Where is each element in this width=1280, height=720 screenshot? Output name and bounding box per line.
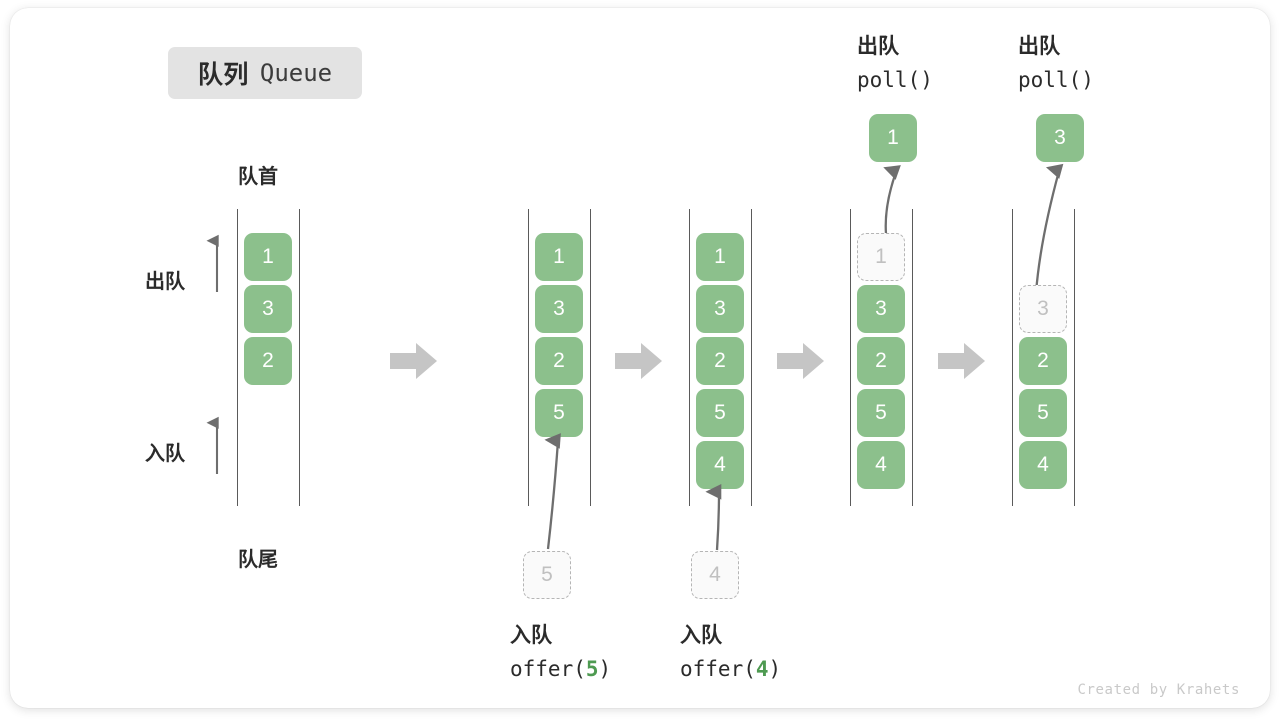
queue-cell: 5 [857,389,905,437]
rail-left [689,209,690,506]
title-badge: 队列 Queue [168,47,362,99]
caption-poll-1-cn: 出队 [857,35,899,58]
step-arrow-icon [777,343,824,379]
dequeue-arrow-icon [1034,163,1064,294]
dequeue-arrow-icon [883,165,901,235]
ghost-cell-outgoing: 3 [1019,285,1067,333]
caption-offer-4-code: offer(4) [680,656,782,681]
queue-cell: 1 [535,233,583,281]
rail-left [850,209,851,506]
label-dequeue-direction: 出队 [145,271,185,293]
caption-offer-4-cn: 入队 [680,624,722,647]
queue-cell: 5 [1019,389,1067,437]
queue-cell: 4 [696,441,744,489]
label-queue-rear: 队尾 [238,549,278,571]
step-arrow-icon [390,343,437,379]
enqueue-arrow-icon [544,433,561,550]
enqueue-arrow-icon [705,483,722,551]
step-arrow-icon [938,343,985,379]
queue-cell: 2 [244,337,292,385]
queue-cell: 3 [696,285,744,333]
queue-cell: 2 [857,337,905,385]
rail-right [1074,209,1075,506]
queue-cell: 3 [857,285,905,333]
caption-poll-3-code: poll() [1018,67,1094,92]
queue-cell: 4 [1019,441,1067,489]
label-queue-front: 队首 [238,166,278,188]
queue-cell: 2 [696,337,744,385]
enqueue-direction-arrow-icon [206,416,219,474]
queue-cell: 4 [857,441,905,489]
rail-right [590,209,591,506]
caption-poll-3-cn: 出队 [1018,35,1060,58]
queue-cell: 5 [535,389,583,437]
polled-value-cell: 3 [1036,114,1084,162]
caption-offer-5-code: offer(5) [510,656,612,681]
caption-offer-5-cn: 入队 [510,624,552,647]
caption-poll-1-code: poll() [857,67,933,92]
rail-left [528,209,529,506]
ghost-cell-outgoing: 1 [857,233,905,281]
title-cn: 队列 [197,61,249,89]
rail-left [1012,209,1013,506]
label-enqueue-direction: 入队 [145,443,185,465]
polled-value-cell: 1 [869,114,917,162]
queue-cell: 2 [535,337,583,385]
dequeue-direction-arrow-icon [206,234,219,292]
caption-offer-4: 入队 offer(4) [680,620,781,685]
queue-cell: 3 [244,285,292,333]
ghost-cell-incoming: 5 [523,551,571,599]
queue-cell: 1 [696,233,744,281]
caption-poll-1: 出队 poll() [857,31,933,96]
caption-poll-3: 出队 poll() [1018,31,1094,96]
rail-right [299,209,300,506]
queue-cell: 5 [696,389,744,437]
rail-right [751,209,752,506]
ghost-cell-incoming: 4 [691,551,739,599]
queue-cell: 2 [1019,337,1067,385]
queue-cell: 1 [244,233,292,281]
rail-right [912,209,913,506]
caption-offer-5: 入队 offer(5) [510,620,611,685]
queue-cell: 3 [535,285,583,333]
rail-left [237,209,238,506]
step-arrow-icon [615,343,662,379]
footer-credit: Created by Krahets [1077,682,1240,698]
title-en: Queue [259,59,333,87]
